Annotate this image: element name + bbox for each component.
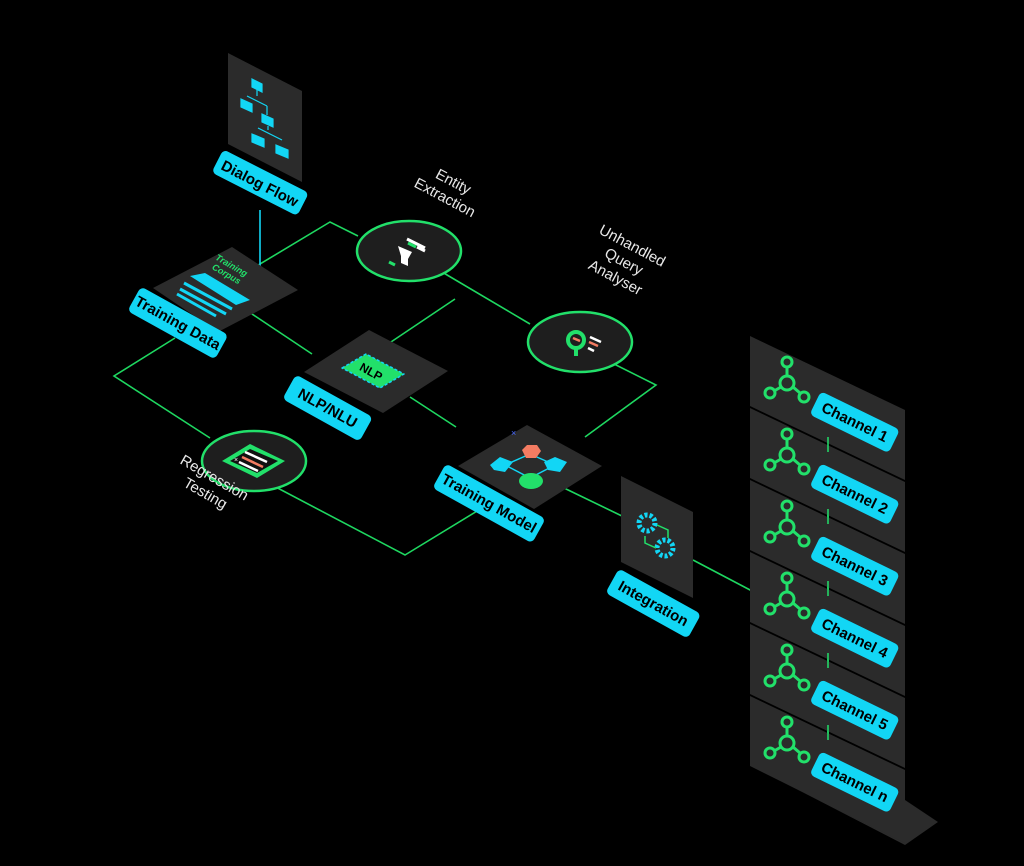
- flowchart-hierarchy-icon: [240, 78, 289, 159]
- checklist-icon: ×: [222, 444, 285, 478]
- unhandled-query-circle: [526, 310, 634, 374]
- cursor-marker: ×: [511, 428, 516, 438]
- channels-stack: Channel 1 Channel 2 Channel 3 Ch: [750, 336, 938, 845]
- node-dialog-flow[interactable]: Dialog Flow: [212, 53, 309, 216]
- magnifier-list-icon: [566, 330, 602, 356]
- unhandled-query-caption: Unhandled Query Analyser: [585, 221, 668, 299]
- node-regression-testing[interactable]: × Regression Testing: [168, 429, 308, 520]
- svg-text:×: ×: [234, 457, 238, 464]
- integration-panel: [621, 476, 693, 598]
- entity-extraction-caption: Entity Extraction: [411, 166, 478, 221]
- node-training-data[interactable]: Training Corpus Training Data: [127, 247, 298, 359]
- channel-item[interactable]: Channel 5: [750, 624, 905, 768]
- channel-item[interactable]: Channel n: [750, 696, 905, 843]
- document-lines-icon: [176, 273, 250, 318]
- node-unhandled-query-analyser[interactable]: Unhandled Query Analyser: [526, 221, 668, 374]
- channel-item[interactable]: Channel 3: [750, 480, 905, 624]
- node-integration[interactable]: Integration: [605, 476, 701, 639]
- channel-item[interactable]: Channel 1: [750, 336, 905, 480]
- model-graph-icon: [490, 445, 567, 489]
- node-nlp-nlu[interactable]: NLP NLP/NLU: [282, 330, 448, 442]
- channel-item[interactable]: Channel 2: [750, 408, 905, 552]
- node-entity-extraction[interactable]: Entity Extraction: [355, 159, 487, 283]
- funnel-filter-icon: [388, 237, 426, 267]
- channel-item[interactable]: Channel 4: [750, 552, 905, 696]
- nlp-chip-icon: NLP: [341, 353, 405, 389]
- gears-sync-icon: [636, 512, 676, 559]
- node-training-model[interactable]: × Training Model: [432, 425, 602, 543]
- training-model-tile: [458, 425, 602, 509]
